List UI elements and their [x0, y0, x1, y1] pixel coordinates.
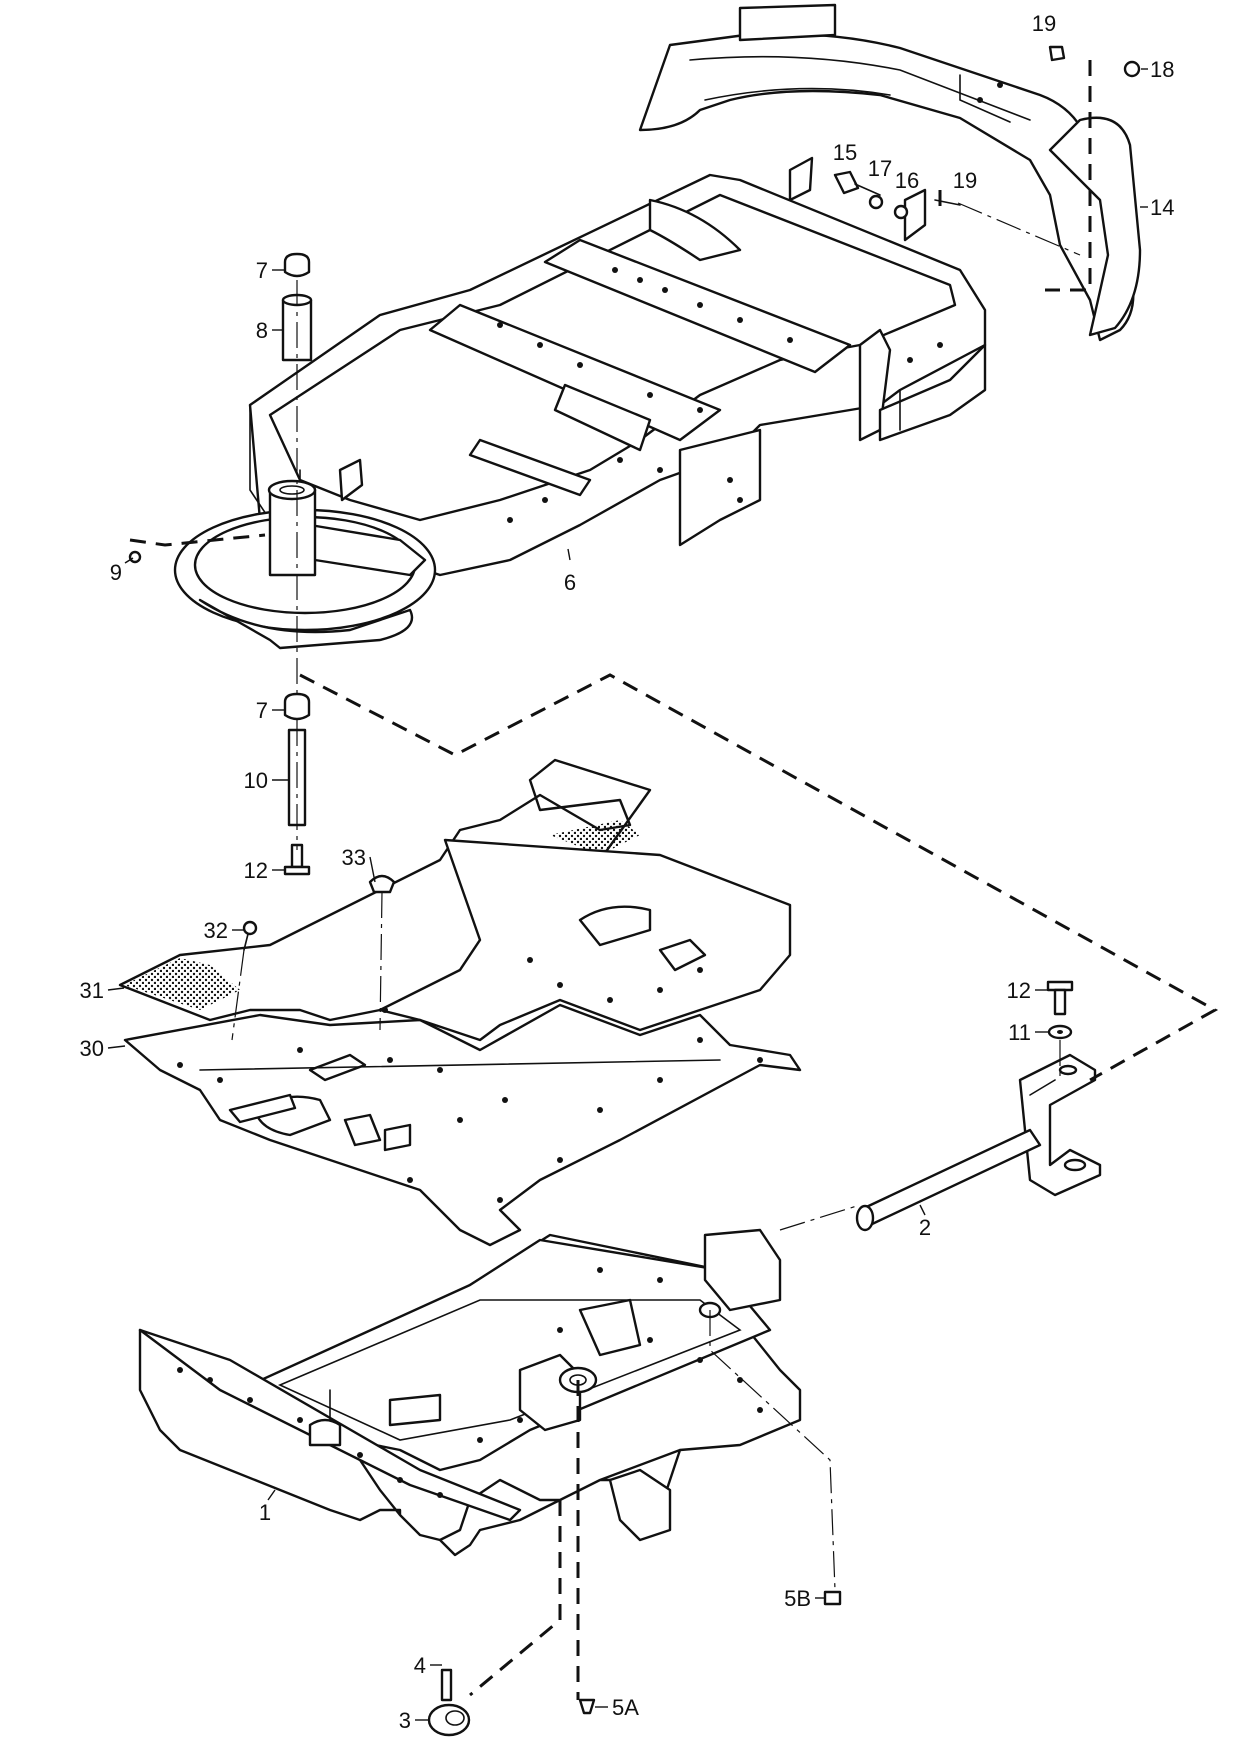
callout-19: 19 [953, 168, 977, 193]
callout-2: 2 [919, 1215, 931, 1240]
bolt-15 [833, 170, 860, 195]
callout-9: 9 [110, 560, 122, 585]
lower-frame [138, 1228, 802, 1557]
callout-30: 30 [80, 1036, 104, 1061]
callout-11: 11 [1008, 1020, 1031, 1045]
callout-16: 16 [895, 168, 919, 193]
callout-5b: 5B [784, 1586, 811, 1611]
upper-frame [248, 156, 987, 577]
bushing-7-lower [283, 692, 311, 721]
callout-7-lower: 7 [256, 698, 268, 723]
callout-14: 14 [1150, 195, 1174, 220]
callout-31: 31 [80, 978, 104, 1003]
callout-32: 32 [204, 918, 228, 943]
pin-4 [440, 1668, 453, 1702]
callout-6: 6 [564, 570, 576, 595]
callout-8: 8 [256, 318, 268, 343]
callout-3: 3 [399, 1708, 411, 1733]
washer-17 [868, 194, 884, 210]
callout-17: 17 [868, 156, 892, 181]
callout-7-top: 7 [256, 258, 268, 283]
callout-1: 1 [259, 1500, 271, 1525]
assembly-lines [129, 60, 1219, 1700]
callout-labels: 19 18 15 17 16 19 14 7 8 9 6 7 10 12 33 … [80, 11, 1175, 1733]
callout-leaders [107, 68, 1148, 1721]
bushing-7-top [283, 252, 311, 278]
floor-pan [123, 1003, 802, 1247]
pin-33 [368, 874, 396, 894]
nut-18 [1123, 60, 1141, 78]
pivot-plate [173, 458, 437, 650]
washer-16 [893, 204, 909, 220]
hardware [128, 45, 1141, 1737]
callout-12-left: 12 [244, 858, 268, 883]
callout-20: 19 [1032, 11, 1056, 36]
bolt-12-right [1046, 980, 1074, 992]
clip-9 [128, 550, 142, 564]
callout-33: 33 [342, 845, 366, 870]
callout-12-right: 12 [1007, 978, 1031, 1003]
nut-20 [1048, 45, 1066, 62]
screw-32 [242, 920, 258, 936]
floor-mat [118, 758, 792, 1042]
axle-bracket [855, 1053, 1102, 1232]
callout-4: 4 [414, 1653, 426, 1678]
callout-5a: 5A [612, 1695, 639, 1720]
fitting-5b [823, 1590, 842, 1606]
callout-18: 18 [1150, 57, 1174, 82]
fitting-5a [578, 1698, 596, 1715]
callout-10: 10 [244, 768, 268, 793]
callout-15: 15 [833, 140, 857, 165]
rear-bumper [638, 3, 1142, 342]
